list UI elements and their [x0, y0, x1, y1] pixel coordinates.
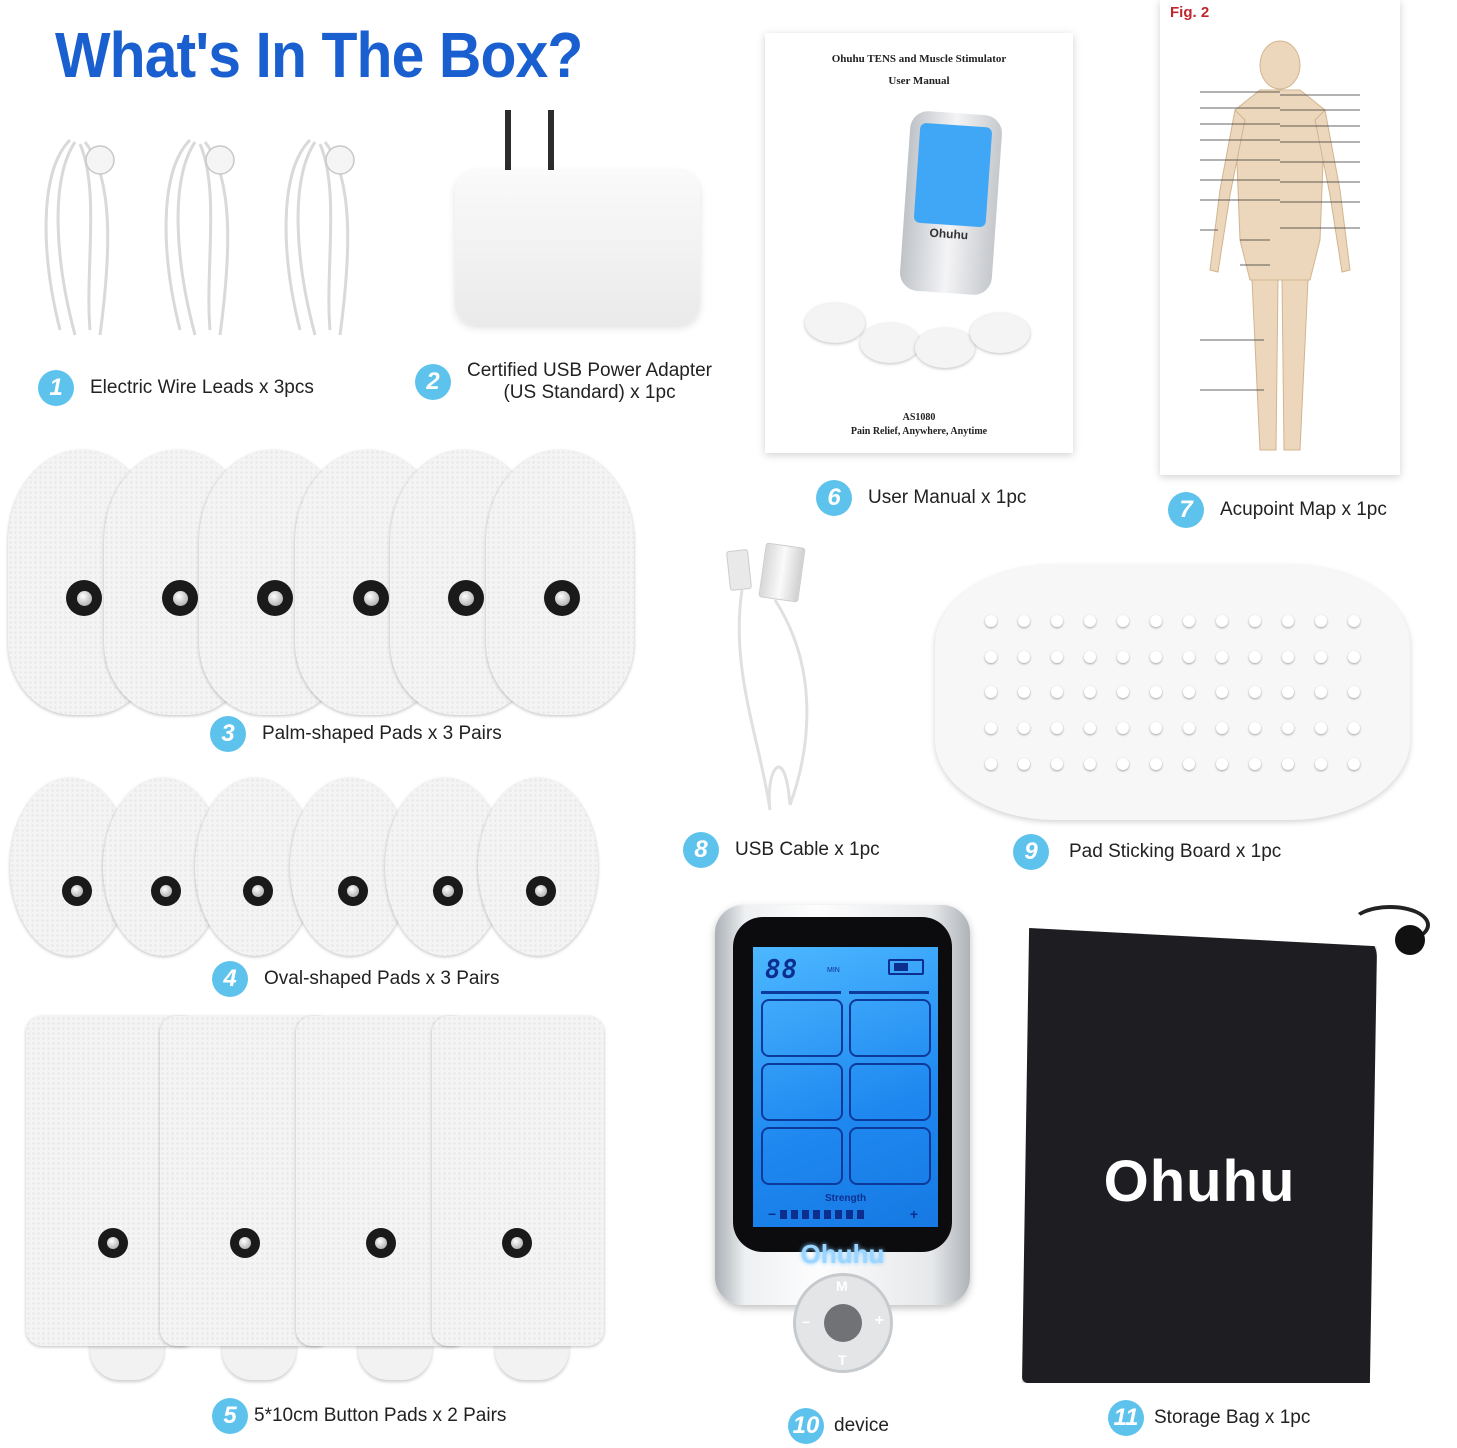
snap-connector-icon: [257, 580, 293, 616]
snap-connector-icon: [230, 1228, 260, 1258]
mini-screen: [913, 122, 993, 228]
snap-connector-icon: [243, 876, 273, 906]
acupoint-map-image: Fig. 2: [1160, 0, 1400, 475]
micro-usb-plug: [725, 548, 753, 592]
timer-display: 88: [765, 955, 799, 985]
item-label-8: 8 USB Cable x 1pc: [683, 832, 880, 868]
mode-cell-head: [849, 1063, 931, 1121]
oval-pad: [10, 778, 130, 956]
usb-cable-image: [737, 590, 809, 811]
mode-cell-leg: [761, 1127, 843, 1185]
snap-connector-icon: [62, 876, 92, 906]
cord-lock: [1395, 925, 1425, 955]
wire-leads-image: [44, 138, 355, 336]
snap-connector-icon: [151, 876, 181, 906]
item-label-3: 3 Palm-shaped Pads x 3 Pairs: [210, 716, 502, 752]
skeleton-figure: [1200, 40, 1360, 451]
battery-icon: [888, 959, 924, 975]
mode-cell-hand: [761, 999, 843, 1057]
snap-connector-icon: [338, 876, 368, 906]
device-logo: Ohuhu: [800, 1239, 885, 1269]
user-manual-image: Ohuhu TENS and Muscle Stimulator User Ma…: [765, 33, 1073, 453]
item-label-4: 4 Oval-shaped Pads x 3 Pairs: [212, 961, 500, 997]
item-label-7: 7 Acupoint Map x 1pc: [1168, 492, 1387, 528]
center-button: [824, 1304, 862, 1342]
item-label-6: 6 User Manual x 1pc: [816, 480, 1026, 516]
storage-bag-image: Ohuhu: [1022, 928, 1377, 1383]
snap-connector-icon: [66, 580, 102, 616]
snap-connector-icon: [448, 580, 484, 616]
lcd-divider: [849, 991, 929, 994]
power-adapter-image: [455, 170, 700, 325]
mode-cell-foot: [761, 1063, 843, 1121]
item-label-2: 2 Certified USB Power Adapter (US Standa…: [415, 360, 712, 404]
item-label-5: 5 5*10cm Button Pads x 2 Pairs: [212, 1398, 506, 1434]
item-label-1: 1 Electric Wire Leads x 3pcs: [38, 370, 314, 406]
mini-pad: [970, 313, 1030, 353]
snap-connector-icon: [502, 1228, 532, 1258]
number-badge: 8: [683, 832, 719, 868]
item-label-9: 9 Pad Sticking Board x 1pc: [1013, 834, 1281, 870]
adapter-prong: [505, 110, 511, 175]
bag-logo: Ohuhu: [1103, 1149, 1296, 1214]
mini-pad: [915, 328, 975, 368]
number-badge: 6: [816, 480, 852, 516]
palm-pad: [486, 450, 634, 715]
mode-cell-ear: [849, 1127, 931, 1185]
lcd-screen: 88 MIN Strength − +: [753, 947, 938, 1227]
drawstring-cord: [1350, 905, 1430, 945]
button-pad: [432, 1016, 604, 1346]
item-label-10: 10 device: [788, 1408, 889, 1444]
lcd-divider: [761, 991, 841, 994]
pad-sticking-board-image: [935, 565, 1410, 820]
snap-connector-icon: [526, 876, 556, 906]
item-label-11: 11 Storage Bag x 1pc: [1108, 1400, 1310, 1436]
device-face: 88 MIN Strength − + Ohuhu: [733, 917, 952, 1269]
strength-label: Strength: [824, 1193, 867, 1204]
adapter-prong: [548, 110, 554, 175]
number-badge: 9: [1013, 834, 1049, 870]
snap-connector-icon: [98, 1228, 128, 1258]
mode-cell-arm: [849, 999, 931, 1057]
number-badge: 2: [415, 364, 451, 400]
number-badge: 3: [210, 716, 246, 752]
page-title: What's In The Box?: [55, 19, 583, 91]
oval-pad: [195, 778, 315, 956]
number-badge: 5: [212, 1398, 248, 1434]
number-badge: 4: [212, 961, 248, 997]
control-dial: M T − +: [793, 1273, 893, 1373]
mini-pad: [860, 323, 920, 363]
number-badge: 11: [1108, 1400, 1144, 1436]
snap-connector-icon: [544, 580, 580, 616]
number-badge: 1: [38, 370, 74, 406]
snap-connector-icon: [366, 1228, 396, 1258]
manual-device-illustration: Ohuhu: [898, 110, 1004, 296]
snap-connector-icon: [433, 876, 463, 906]
snap-connector-icon: [162, 580, 198, 616]
tens-device-image: 88 MIN Strength − + Ohuhu M T − +: [715, 905, 970, 1373]
number-badge: 10: [788, 1408, 824, 1444]
number-badge: 7: [1168, 492, 1204, 528]
oval-pad: [478, 778, 598, 956]
snap-connector-icon: [353, 580, 389, 616]
mini-pad: [805, 303, 865, 343]
strength-bar: − +: [768, 1206, 918, 1222]
